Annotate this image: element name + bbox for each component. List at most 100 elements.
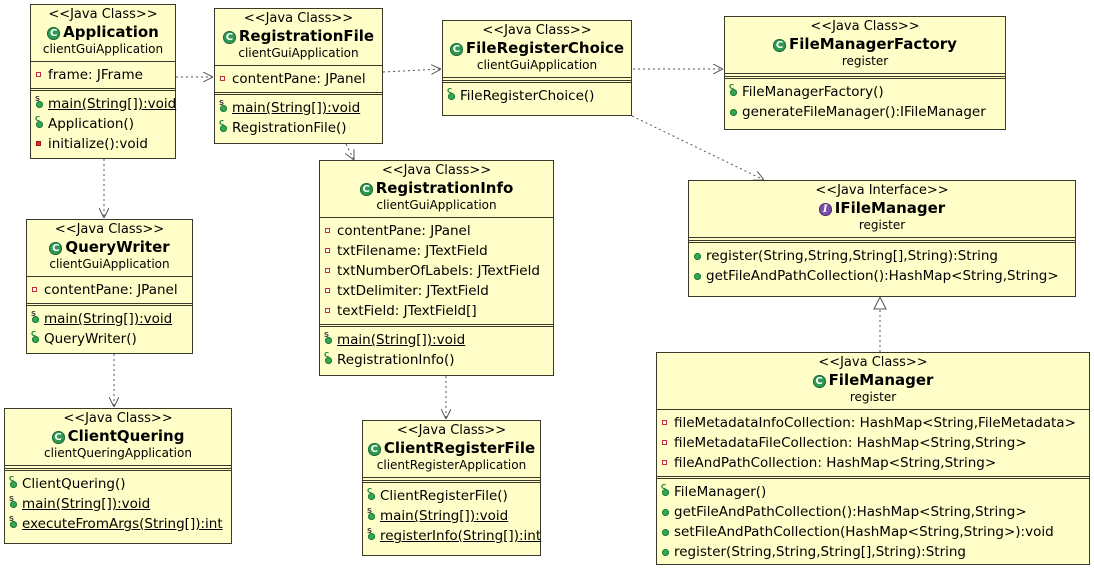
public-method-icon <box>661 506 671 518</box>
class-c-icon: C <box>51 431 65 444</box>
stereotype: <<Java Class>> <box>810 19 920 34</box>
fields-section: contentPane: JPanel txtFilename: JTextFi… <box>320 217 553 324</box>
public-static-method-icon: S <box>9 515 19 530</box>
private-method-icon <box>35 138 45 150</box>
field-row: txtNumberOfLabels: JTextField <box>320 261 553 281</box>
package-name: clientGuiApplication <box>376 198 497 212</box>
fields-section <box>443 77 631 80</box>
constructor-icon: C <box>324 351 334 366</box>
private-field-icon <box>324 225 334 237</box>
package-name: clientGuiApplication <box>238 46 359 60</box>
public-static-method-icon: S <box>35 95 45 110</box>
constructor-icon: C <box>729 83 739 98</box>
fields-section: fileMetadataInfoCollection: HashMap<Stri… <box>657 409 1089 476</box>
package-name: clientGuiApplication <box>476 58 598 72</box>
constructor-icon: C <box>9 475 19 490</box>
package-name: clientRegisterApplication <box>376 458 527 472</box>
constructor-icon: C <box>447 87 457 102</box>
stereotype: <<Java Class>> <box>381 163 492 178</box>
class-c-icon: C <box>367 443 381 456</box>
private-field-icon <box>35 69 45 81</box>
methods-section: register(String,String,String[],String):… <box>689 240 1075 289</box>
method-row: generateFileManager():IFileManager <box>725 102 1005 122</box>
stereotype: <<Java Interface>> <box>815 183 949 198</box>
field-row: txtDelimiter: JTextField <box>320 281 553 301</box>
private-field-icon <box>324 245 334 257</box>
constructor-icon: C <box>367 487 377 502</box>
field-row: contentPane: JPanel <box>215 69 382 89</box>
method-row: register(String,String,String[],String):… <box>657 542 1089 562</box>
public-method-icon <box>729 106 739 118</box>
public-static-method-icon: S <box>367 527 377 542</box>
package-name: register <box>841 54 889 68</box>
private-field-icon <box>324 265 334 277</box>
method-row: initialize():void <box>31 134 175 154</box>
fields-section: contentPane: JPanel <box>215 65 382 92</box>
stereotype: <<Java Class>> <box>48 7 158 22</box>
field-row: contentPane: JPanel <box>320 221 553 241</box>
field-row: fileMetadataInfoCollection: HashMap<Stri… <box>657 413 1089 433</box>
class-c-icon: C <box>449 43 463 56</box>
public-static-method-icon: S <box>31 310 41 325</box>
method-row: setFileAndPathCollection(HashMap<String,… <box>657 522 1089 542</box>
method-row: getFileAndPathCollection():HashMap<Strin… <box>689 266 1075 286</box>
package-name: clientGuiApplication <box>42 42 164 56</box>
class-c-icon: C <box>47 27 61 40</box>
constructor-icon: C <box>219 119 229 134</box>
class-c-icon: C <box>222 31 236 44</box>
field-row: contentPane: JPanel <box>27 280 192 300</box>
fields-section: frame: JFrame <box>31 61 175 88</box>
field-row: txtFilename: JTextField <box>320 241 553 261</box>
public-method-icon <box>693 250 703 262</box>
stereotype: <<Java Class>> <box>54 222 165 237</box>
private-field-icon <box>324 305 334 317</box>
public-method-icon <box>693 270 703 282</box>
stereotype: <<Java Class>> <box>63 411 173 426</box>
constructor-icon: C <box>31 330 41 345</box>
field-row: frame: JFrame <box>31 65 175 85</box>
